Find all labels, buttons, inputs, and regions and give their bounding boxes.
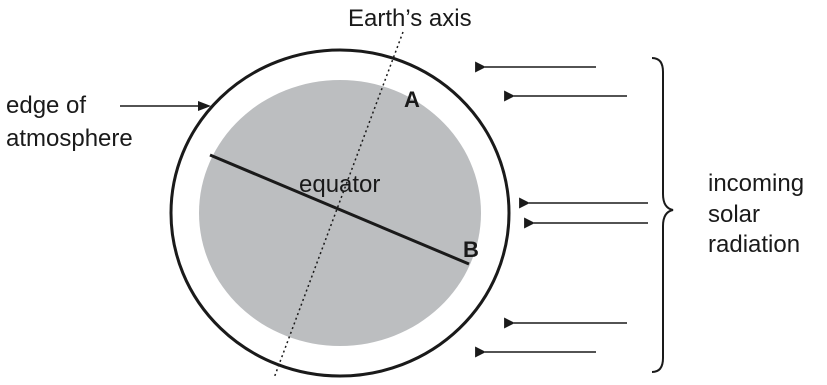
solar-radiation-arrows — [475, 61, 648, 358]
point-a-label: A — [404, 87, 420, 112]
earth-axis-label: Earth’s axis — [348, 5, 472, 32]
radiation-brace — [651, 57, 674, 373]
equator-line — [209, 153, 470, 266]
equator-label: equator — [299, 171, 380, 198]
atmosphere-label-line2: atmosphere — [6, 125, 133, 152]
earth-axis-line — [273, 31, 404, 379]
radiation-label-line3: radiation — [708, 231, 800, 258]
point-b-label: B — [463, 237, 479, 262]
atmosphere-pointer-arrowhead — [198, 101, 211, 111]
radiation-label-line2: solar — [708, 201, 760, 228]
earth-body — [199, 80, 481, 346]
radiation-label-line1: incoming — [708, 170, 804, 197]
atmosphere-label-line1: edge of — [6, 92, 86, 119]
